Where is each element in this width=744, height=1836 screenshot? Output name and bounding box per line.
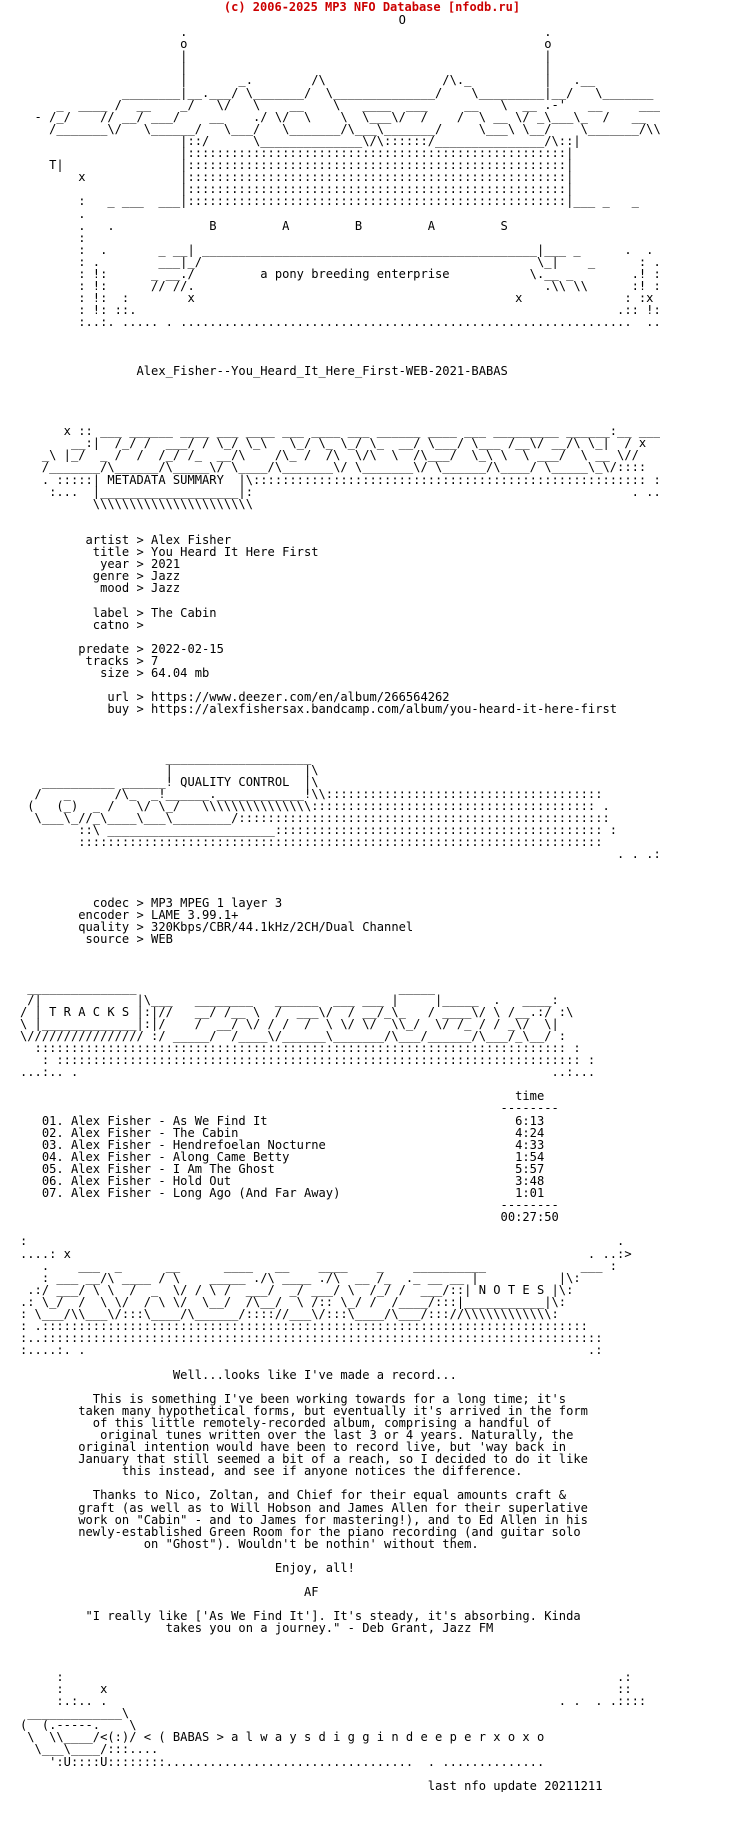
nfo-text: O O . . o o bbox=[20, 14, 660, 1792]
copyright-header: (c) 2006-2025 MP3 NFO Database [nfodb.ru… bbox=[223, 0, 521, 14]
